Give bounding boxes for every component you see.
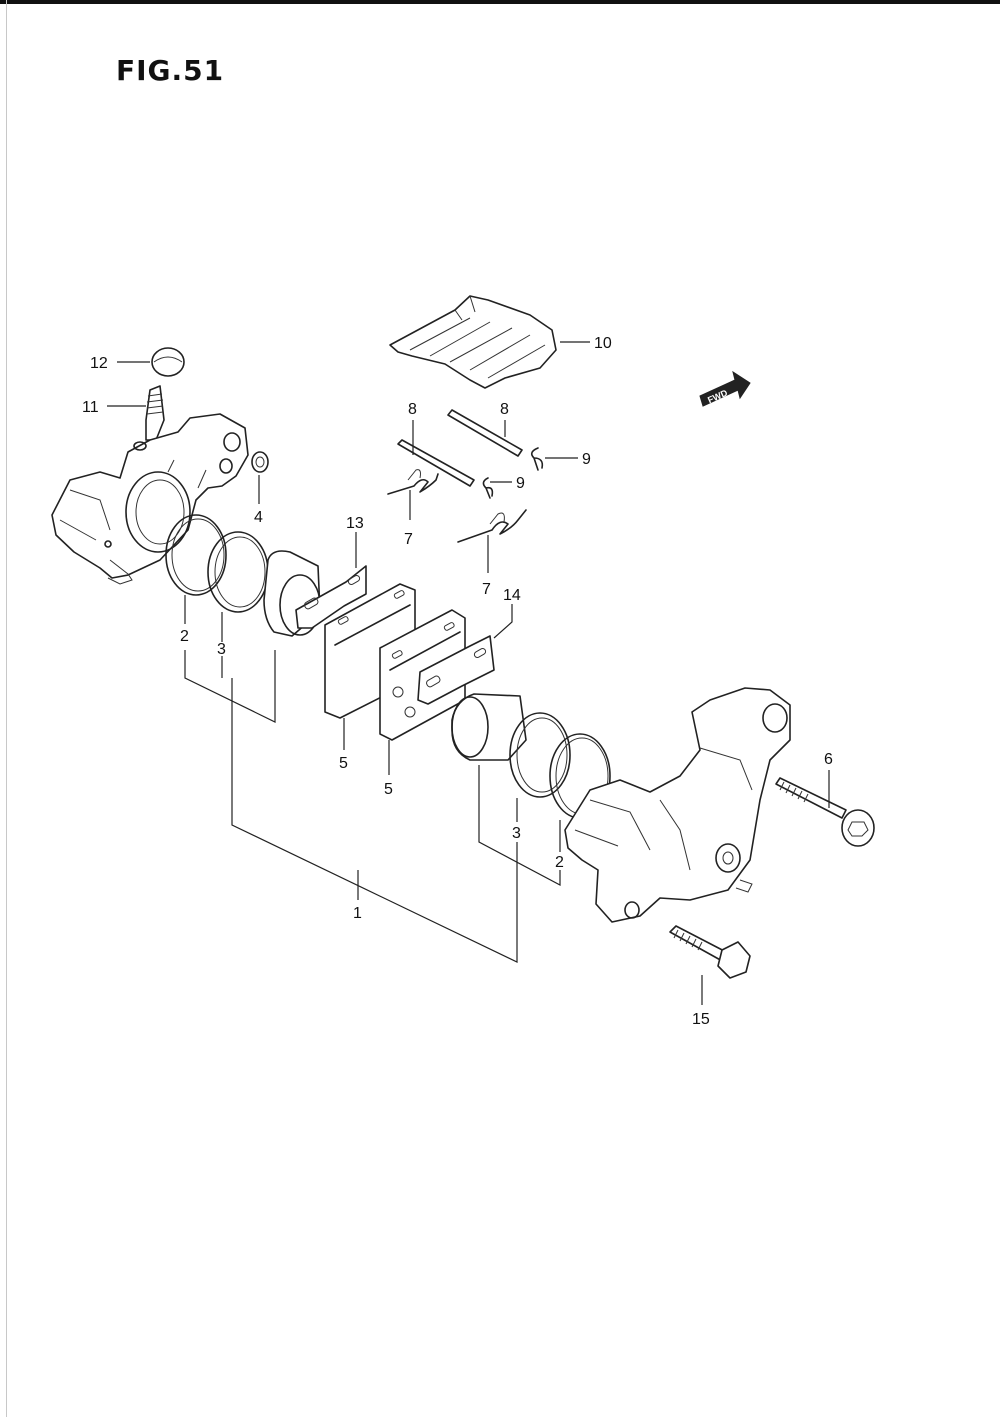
left-pad-shim-part: [295, 565, 367, 629]
callout-4: 4: [254, 509, 263, 526]
left-caliper-body-part: [51, 413, 249, 585]
pad-spring-right-part: [457, 509, 527, 543]
leader-lines: [107, 341, 830, 1005]
left-piston-seal-part: [207, 531, 269, 613]
callout-9b: 9: [516, 475, 525, 492]
right-piston-part: [451, 693, 527, 761]
callout-3b: 3: [512, 825, 521, 842]
callout-7a: 7: [404, 531, 413, 548]
callout-6: 6: [824, 751, 833, 768]
callout-8b: 8: [500, 401, 509, 418]
callout-3a: 3: [217, 641, 226, 658]
callout-12: 12: [90, 355, 108, 372]
flange-bolt-part: [669, 925, 751, 979]
right-pad-shim-part: [417, 635, 495, 705]
callout-14: 14: [503, 587, 521, 604]
callout-9a: 9: [582, 451, 591, 468]
figure-title: FIG.51: [116, 54, 225, 87]
pin-clip-left-part: [482, 477, 494, 499]
top-border-rule: [0, 0, 1000, 4]
callout-2a: 2: [180, 628, 189, 645]
bleeder-valve-part: [145, 385, 165, 441]
pad-pin-left-part: [397, 439, 475, 487]
callout-5a: 5: [339, 755, 348, 772]
right-caliper-body-part: [564, 687, 791, 923]
fwd-direction-label: FWD: [706, 387, 729, 405]
callout-8a: 8: [408, 401, 417, 418]
callout-1: 1: [353, 905, 362, 922]
callout-10: 10: [594, 335, 612, 352]
bleeder-cap-part: [151, 347, 185, 377]
callout-5b: 5: [384, 781, 393, 798]
callout-2b: 2: [555, 854, 564, 871]
pad-pin-right-part: [447, 409, 523, 457]
callout-15: 15: [692, 1011, 710, 1028]
washer-part: [251, 451, 269, 473]
right-piston-seal-part: [509, 712, 571, 798]
pin-clip-right-part: [530, 447, 544, 471]
callout-7b: 7: [482, 581, 491, 598]
left-dust-seal-part: [165, 514, 227, 596]
pad-cover-part: [389, 295, 557, 389]
callout-13: 13: [346, 515, 364, 532]
callout-11: 11: [82, 399, 99, 416]
pad-spring-left-part: [387, 469, 439, 495]
caliper-mounting-bolt-part: [775, 777, 875, 847]
left-margin-rule: [6, 0, 7, 1417]
callout-numbers: 12 11 10 8 8 9 9 7 7 4 13 14 2 3 5 5 3 2…: [82, 335, 833, 1028]
fwd-direction-arrow-icon: [699, 370, 751, 407]
